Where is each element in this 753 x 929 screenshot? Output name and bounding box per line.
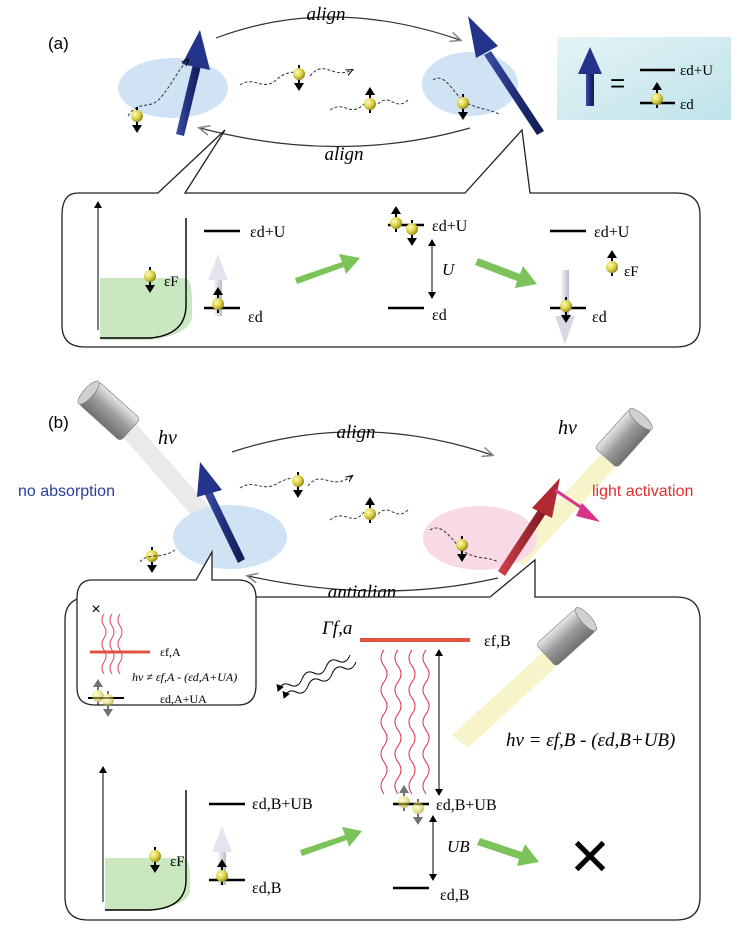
center-electron-up-icon — [363, 86, 377, 114]
green-arrow-2 — [475, 258, 537, 288]
b-left-electron-icon — [145, 546, 159, 574]
right-laser-icon — [596, 408, 653, 467]
legend-spin-shaft — [586, 72, 594, 106]
b-s2-lower-label: εd,B — [440, 887, 469, 904]
b-wander-path-1 — [239, 477, 299, 489]
align-bottom-label: align — [324, 144, 363, 165]
b-green-arrow-1 — [300, 827, 362, 856]
gamma-wave-1 — [276, 654, 351, 692]
forbidden-cross-icon: ✕ — [568, 829, 612, 887]
green-arrow-1 — [295, 254, 360, 284]
b-s2-upper-label: εd,B+UB — [436, 797, 497, 814]
b-s1-spin-gray-icon — [212, 826, 232, 852]
align-top-arc — [215, 16, 460, 40]
right-spin-arrow-shaft — [484, 51, 544, 135]
b-center-electron-up-icon — [363, 496, 377, 524]
b-align-arc — [231, 431, 492, 455]
panel-a-label: (a) — [48, 34, 69, 53]
s2-upper-label: εd+U — [432, 218, 468, 235]
b-left-electron-path — [139, 549, 176, 563]
left-spin-arrow-shaft — [176, 64, 201, 136]
wander-path-4 — [377, 99, 409, 105]
small-inset-condition: hν ≠ εf,A - (εd,A+UA) — [132, 670, 237, 684]
b-s1-lower-label: εd,B — [252, 880, 281, 897]
b-wander-path-4 — [377, 509, 409, 515]
right-spin-arrow-icon — [468, 16, 498, 58]
small-inset-f-label: εf,A — [160, 645, 181, 659]
wander-path-1 — [239, 71, 301, 86]
b-antialign-arc — [248, 576, 499, 592]
small-inset-wave-2 — [109, 613, 115, 675]
b-align-label: align — [336, 422, 375, 443]
inset-a-fermi-label: εF — [164, 274, 179, 290]
align-top-label: align — [306, 4, 345, 25]
s2-lower-label: εd — [432, 307, 447, 324]
gamma-wave-2 — [282, 661, 357, 699]
magenta-arrow-icon — [576, 503, 600, 522]
b-left-spin-arrow-icon — [197, 462, 222, 497]
left-ion-cloud — [118, 58, 228, 118]
small-inset-wave-3 — [117, 613, 123, 675]
left-light-beam — [108, 408, 214, 525]
inset-b-dos-curve — [105, 790, 187, 911]
s1-upper-label: εd+U — [250, 224, 286, 241]
panel-b-label: (b) — [48, 413, 69, 432]
left-electron-path — [127, 60, 188, 117]
legend-upper-text: εd+U — [680, 63, 713, 79]
left-laser-icon — [77, 380, 139, 440]
small-inset-d-label: εd,A+UA — [160, 692, 207, 706]
b-wander-path-2 — [307, 476, 352, 487]
b-green-arrow-2 — [477, 838, 539, 866]
b-center-electron-down-icon — [291, 471, 305, 499]
legend-equals: = — [610, 68, 625, 98]
inset-a-dos-curve — [100, 218, 187, 339]
gamma-label: Γf,a — [321, 618, 352, 639]
legend-lower-text: εd — [680, 97, 694, 113]
absorption-waves — [380, 649, 430, 795]
b-right-spin-arrow-icon — [532, 478, 560, 518]
s3-spin-gray-down-icon — [555, 316, 575, 344]
legend-spin-arrow-icon — [578, 47, 602, 74]
small-inset-wave-1 — [101, 613, 107, 675]
right-electron-path — [432, 77, 501, 116]
s1-lower-label: εd — [248, 309, 263, 326]
inset-a-fermi-sea — [100, 278, 192, 340]
inset-light-beam — [452, 650, 560, 748]
wander-path-2 — [309, 68, 352, 77]
s3-fermi-label: εF — [624, 264, 639, 280]
left-hv-label: hν — [158, 427, 177, 449]
no-absorption-label: no absorption — [18, 483, 115, 500]
align-bottom-arc — [200, 128, 471, 148]
light-activation-label: light activation — [592, 483, 693, 500]
small-inset-frame — [76, 549, 257, 706]
wander-path-3 — [329, 103, 365, 111]
b-right-ion-cloud — [423, 506, 537, 570]
right-hv-label: hν — [558, 417, 577, 439]
center-electron-down-icon — [292, 64, 306, 92]
small-inset-cross: × — [91, 601, 100, 618]
inset-laser-icon — [537, 607, 598, 666]
s3-upper-label: εd+U — [594, 224, 630, 241]
inset-b-fermi-label: εF — [170, 854, 185, 870]
b-left-spin-shaft — [204, 489, 245, 563]
left-spin-arrow-icon — [182, 30, 210, 70]
b-s1-upper-label: εd,B+UB — [252, 796, 313, 813]
b-s2-u-label: UB — [447, 837, 470, 856]
b-f-level-label: εf,B — [484, 633, 511, 650]
inset-b-fermi-sea — [105, 858, 190, 910]
b-right-spin-shaft — [498, 507, 547, 576]
b-wander-path-3 — [329, 511, 365, 521]
s1-spin-gray-icon — [208, 254, 228, 280]
s2-u-label: U — [442, 260, 456, 279]
resonance-condition: hν = εf,B - (εd,B+UB) — [506, 730, 675, 751]
s3-lower-label: εd — [592, 309, 607, 326]
